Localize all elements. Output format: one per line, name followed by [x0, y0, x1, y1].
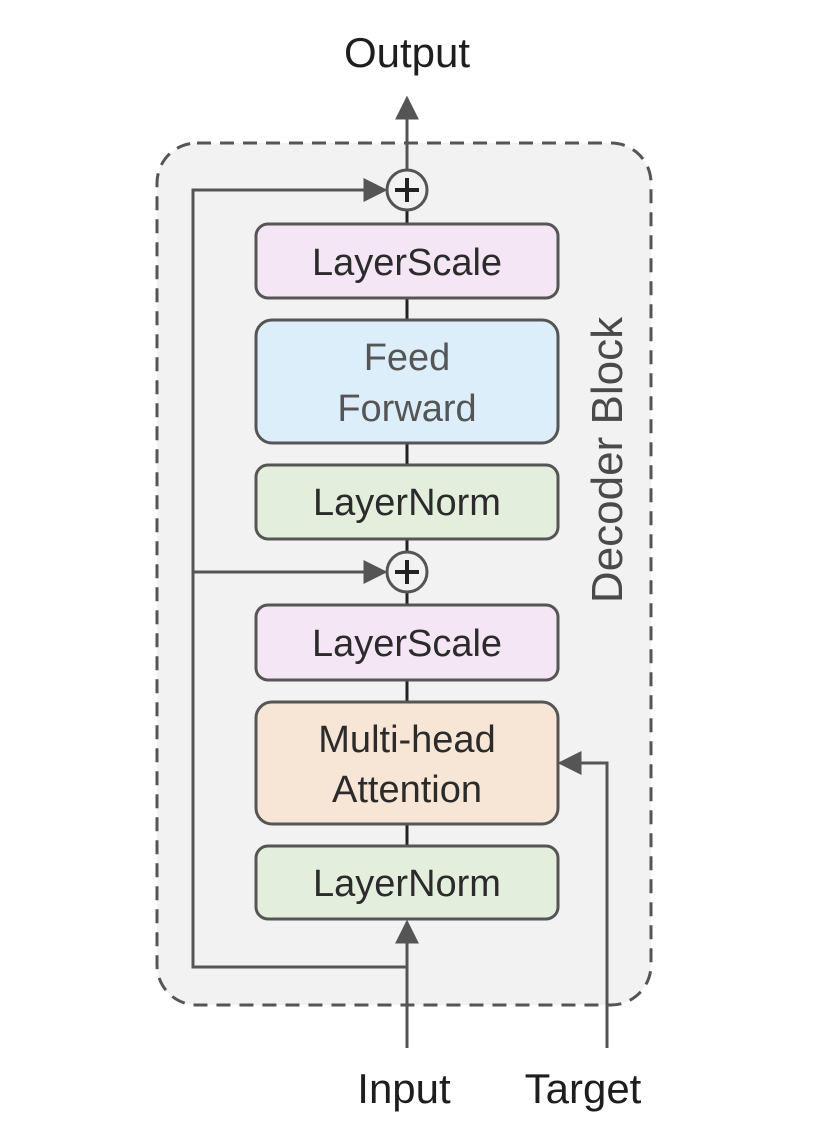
- decoder-block-title: Decoder Block: [583, 316, 632, 603]
- layernorm-label-bottom: LayerNorm: [313, 863, 501, 905]
- input-label: Input: [357, 1065, 451, 1112]
- layerscale-label-top: LayerScale: [312, 242, 502, 284]
- attention-label-line2: Attention: [332, 769, 482, 811]
- add-node-top: [385, 168, 429, 212]
- add-node-middle: [385, 550, 429, 594]
- attention-label-line1: Multi-head: [318, 719, 495, 761]
- layernorm-box-bottom: LayerNorm: [254, 844, 560, 921]
- feed-forward-box: Feed Forward: [254, 318, 560, 445]
- feed-forward-label-line1: Feed: [364, 337, 451, 379]
- target-label: Target: [525, 1065, 642, 1112]
- layerscale-box-bottom: LayerScale: [254, 603, 560, 682]
- layerscale-box-top: LayerScale: [254, 222, 560, 300]
- layernorm-label-middle: LayerNorm: [313, 482, 501, 524]
- layernorm-box-middle: LayerNorm: [254, 463, 560, 541]
- layerscale-label-bottom: LayerScale: [312, 623, 502, 665]
- target-line: [557, 751, 609, 1048]
- residual-connection-outer: [191, 178, 407, 969]
- output-label: Output: [344, 29, 470, 76]
- feed-forward-label-line2: Forward: [337, 388, 476, 430]
- attention-box: Multi-head Attention: [254, 700, 560, 826]
